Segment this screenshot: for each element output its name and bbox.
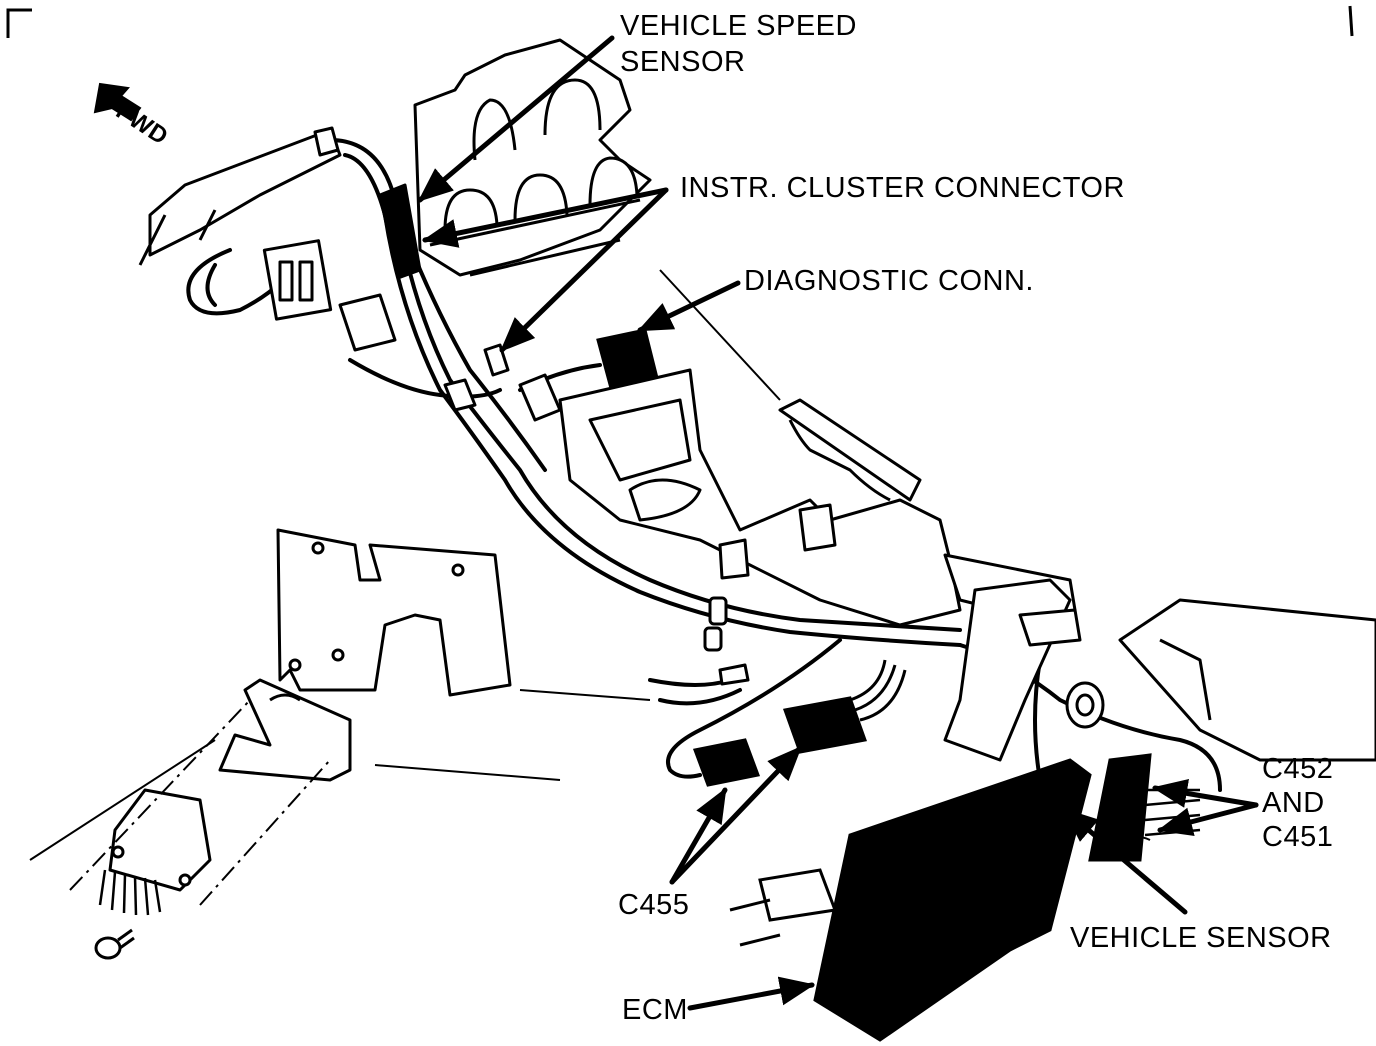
fwd-arrow-icon (93, 82, 142, 122)
ecm-module (729, 758, 1092, 1042)
c455-pigtail-wires (849, 659, 907, 722)
c452-c451-connector (1088, 753, 1152, 862)
leader-instr-cluster-a (422, 187, 669, 248)
reference-lines (29, 269, 1151, 861)
leader-instr-cluster-b (499, 187, 669, 353)
label-vehicle-sensor: VEHICLE SENSOR (1070, 922, 1332, 954)
label-c455: C455 (618, 889, 690, 921)
label-ecm: ECM (622, 994, 688, 1026)
screw-icon (94, 928, 135, 960)
sensor-assembly (108, 788, 212, 892)
label-line: C451 (1262, 821, 1334, 853)
c455-connectors (692, 696, 868, 787)
alignment-lines (69, 699, 331, 906)
label-line: AND (1262, 787, 1325, 819)
leader-c452-b (1157, 802, 1259, 837)
label-diagnostic-conn: DIAGNOSTIC CONN. (744, 265, 1034, 297)
leader-ecm (687, 976, 815, 1011)
sensor-wires (98, 869, 162, 916)
leader-c455-a (669, 787, 728, 885)
leader-c452-a (1152, 778, 1259, 808)
leader-diagnostic-conn (637, 280, 741, 333)
label-line: VEHICLE SPEED (620, 10, 857, 42)
mounting-bracket (218, 528, 512, 782)
label-vehicle-speed-sensor: VEHICLE SPEED SENSOR (620, 8, 857, 80)
label-instr-cluster-connector: INSTR. CLUSTER CONNECTOR (680, 172, 1125, 204)
label-line: C452 (1262, 753, 1334, 785)
right-connector-block (943, 578, 1376, 762)
left-dash-bracket (138, 128, 342, 266)
leader-vehicle-sensor (1062, 807, 1188, 915)
leader-arrows (417, 35, 1259, 1011)
label-line: SENSOR (620, 46, 746, 78)
label-c452-and-c451: C452 AND C451 (1262, 752, 1333, 854)
harness-connectors (262, 126, 1105, 729)
leader-vehicle-speed-sensor (417, 35, 615, 203)
leader-c455-b (669, 745, 803, 885)
corner-marks (6, 5, 1354, 38)
